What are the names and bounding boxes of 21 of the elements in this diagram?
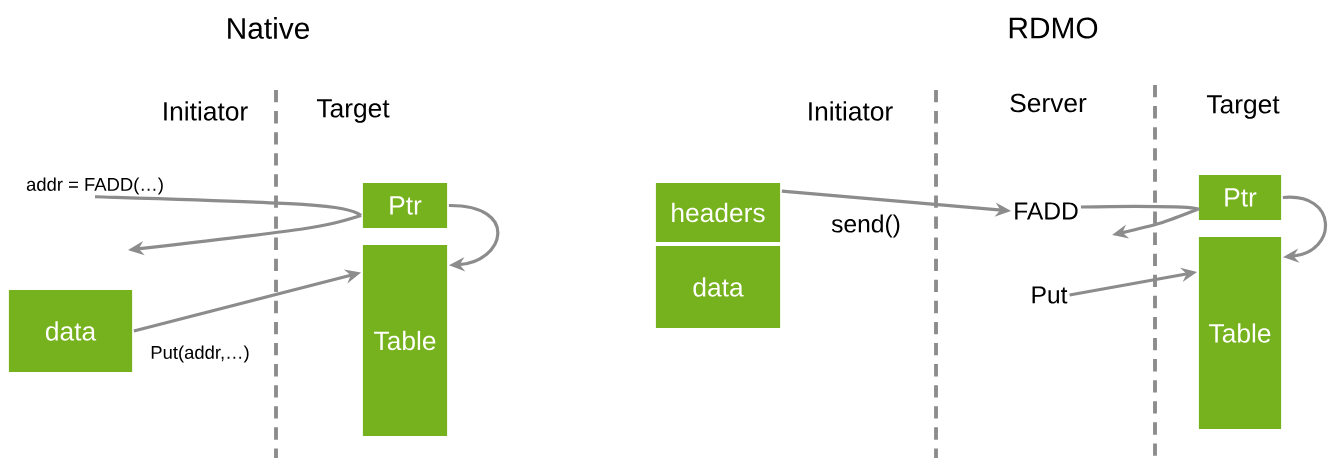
process-box: data <box>7 288 134 374</box>
section-title: Native <box>228 17 309 39</box>
section-title: RDMO <box>1009 17 1098 39</box>
process-box: headers <box>654 181 782 244</box>
column-heading: Server <box>1010 93 1087 113</box>
column-heading: Target <box>316 99 390 123</box>
arrow <box>1282 195 1327 263</box>
node-text: addr = FADD(…) <box>26 177 163 195</box>
column-heading: Initiator <box>809 101 893 121</box>
process-box: Ptr <box>361 181 449 230</box>
node-text: FADD <box>1015 202 1078 220</box>
arrow <box>448 203 500 272</box>
column-heading: Target <box>1206 95 1280 119</box>
column-heading: Initiator <box>164 101 248 121</box>
process-box: Table <box>1197 235 1283 431</box>
process-box: Table <box>361 243 449 438</box>
process-box: Ptr <box>1197 173 1283 222</box>
edge-label: send() <box>829 212 903 240</box>
process-box: data <box>654 244 782 330</box>
node-text: Put <box>1032 286 1068 304</box>
edge-label: Put(addr,…) <box>148 343 252 365</box>
